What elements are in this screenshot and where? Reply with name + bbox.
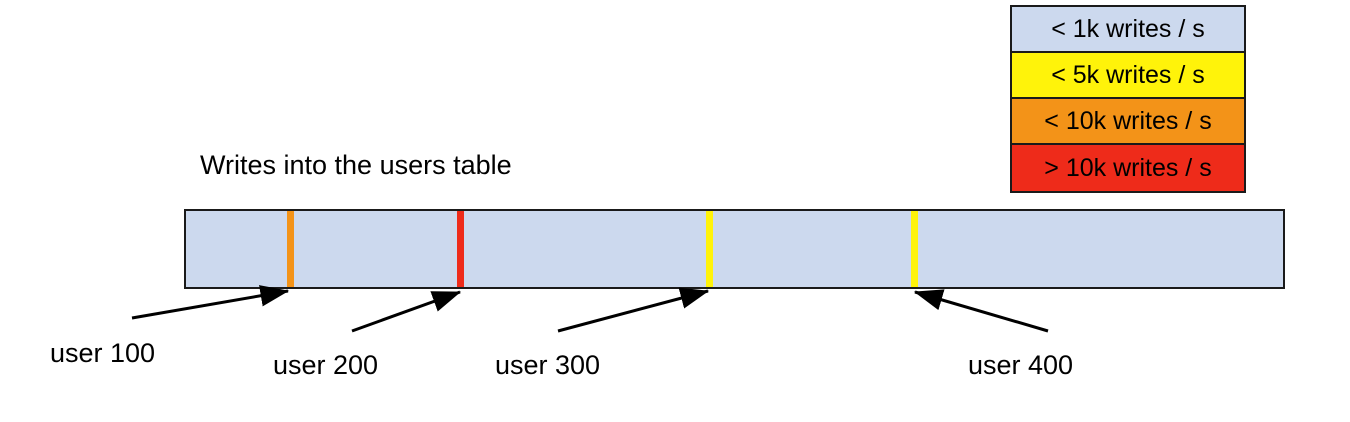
stripe-user-300 <box>706 211 713 287</box>
stripe-user-200 <box>457 211 464 287</box>
arrow-user-300 <box>557 287 710 333</box>
caption-writes-into-users-table: Writes into the users table <box>200 150 512 180</box>
legend-label-over-10k: > 10k writes / s <box>1044 153 1212 182</box>
arrow-user-200 <box>351 290 462 333</box>
arrow-user-400 <box>913 289 1049 333</box>
legend-row-over-10k: > 10k writes / s <box>1012 145 1244 191</box>
legend-label-under-10k: < 10k writes / s <box>1044 106 1212 135</box>
legend-row-under-5k: < 5k writes / s <box>1012 53 1244 99</box>
legend: < 1k writes / s < 5k writes / s < 10k wr… <box>1010 5 1246 193</box>
label-user-400: user 400 <box>968 350 1074 380</box>
legend-row-under-10k: < 10k writes / s <box>1012 99 1244 145</box>
label-user-300: user 300 <box>495 350 601 380</box>
arrow-user-100 <box>131 285 290 320</box>
label-user-200: user 200 <box>273 350 379 380</box>
legend-label-under-5k: < 5k writes / s <box>1051 60 1205 89</box>
legend-label-under-1k: < 1k writes / s <box>1051 14 1205 43</box>
stripe-user-100 <box>287 211 294 287</box>
legend-row-under-1k: < 1k writes / s <box>1012 7 1244 53</box>
label-user-100: user 100 <box>50 338 156 368</box>
stripe-user-400 <box>911 211 918 287</box>
users-table-bar <box>184 209 1285 289</box>
